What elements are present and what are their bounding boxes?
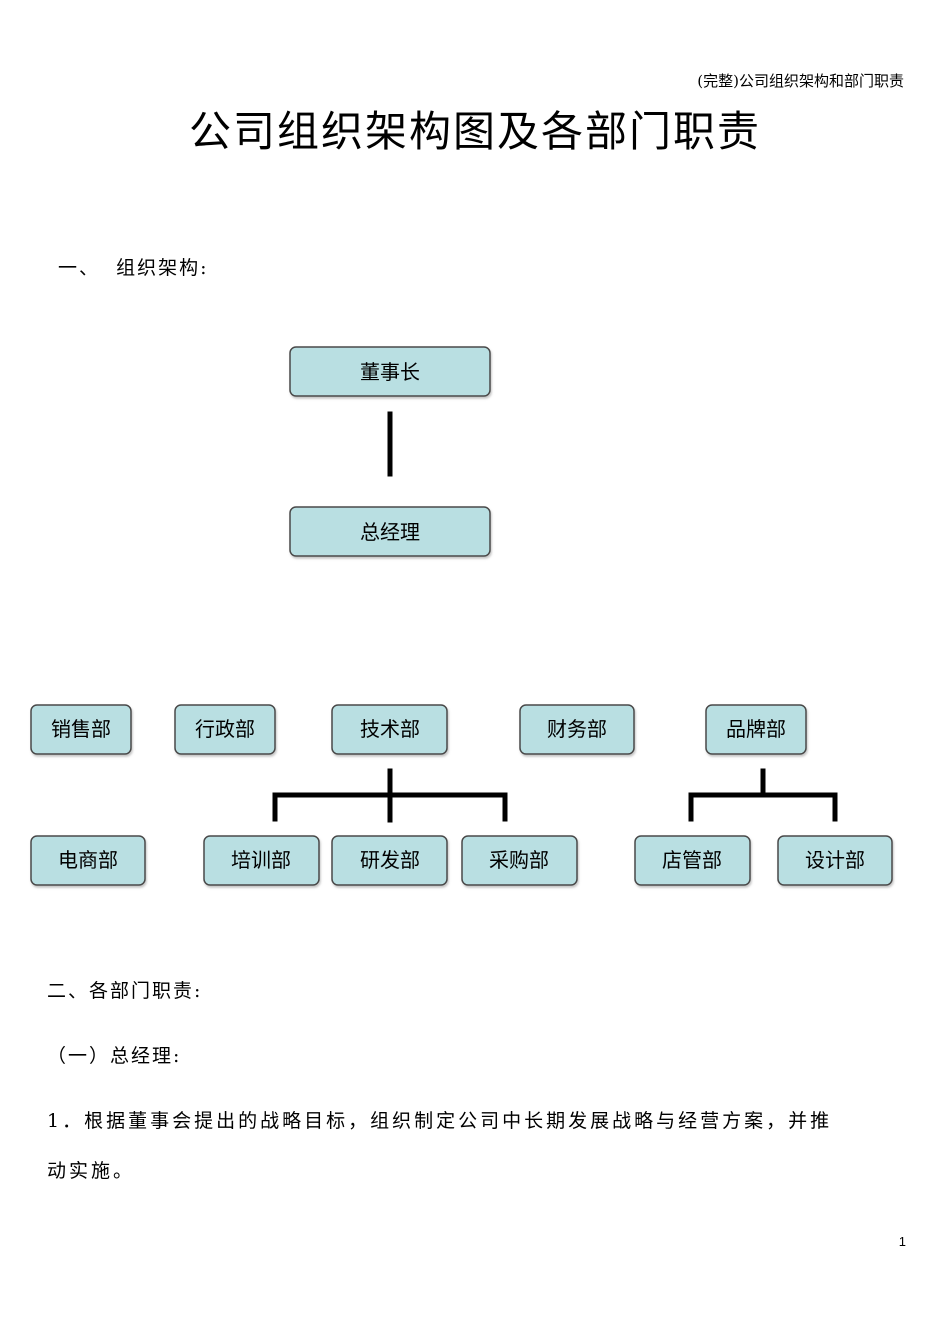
org-node-chairman: 董事长 — [289, 346, 491, 397]
responsibility-item-1-line-1: 1．根据董事会提出的战略目标，组织制定公司中长期发展战略与经营方案，并推 — [47, 1110, 833, 1132]
org-node-purchasing: 采购部 — [461, 835, 578, 886]
org-node-label: 品牌部 — [726, 717, 786, 741]
org-node-label: 行政部 — [195, 717, 255, 741]
document-title: 公司组织架构图及各部门职责 — [188, 107, 761, 156]
page-number: 1 — [898, 1234, 906, 1249]
org-node-design: 设计部 — [777, 835, 893, 886]
org-node-tech: 技术部 — [331, 704, 448, 755]
org-node-label: 采购部 — [489, 848, 549, 872]
org-node-label: 董事长 — [360, 360, 420, 384]
responsibility-item-1-line-2: 动实施。 — [47, 1160, 136, 1182]
section-heading-structure: 一、 组织架构: — [58, 257, 209, 279]
org-node-ecommerce: 电商部 — [30, 835, 146, 886]
org-node-label: 店管部 — [662, 848, 722, 872]
org-node-brand: 品牌部 — [705, 704, 807, 755]
org-node-training: 培训部 — [203, 835, 320, 886]
org-node-admin: 行政部 — [174, 704, 276, 755]
subheading-general-manager: （一）总经理: — [47, 1045, 182, 1067]
org-node-label: 销售部 — [51, 717, 111, 741]
org-connectors — [272, 411, 838, 823]
org-node-label: 财务部 — [547, 717, 607, 741]
org-node-general-manager: 总经理 — [289, 506, 491, 557]
org-node-label: 培训部 — [231, 848, 291, 872]
org-node-label: 总经理 — [360, 520, 420, 544]
org-node-label: 技术部 — [360, 717, 420, 741]
org-chart: 董事长 总经理 销售部 行政部 技术部 财务部 品牌部 电商部 培训部 研发部 … — [30, 346, 893, 886]
org-node-finance: 财务部 — [519, 704, 635, 755]
org-node-store-mgmt: 店管部 — [634, 835, 751, 886]
org-node-label: 电商部 — [58, 848, 118, 872]
org-node-label: 设计部 — [805, 848, 865, 872]
section-heading-responsibilities: 二、各部门职责: — [47, 980, 203, 1002]
org-node-sales: 销售部 — [30, 704, 132, 755]
org-node-rnd: 研发部 — [331, 835, 448, 886]
running-header: (完整)公司组织架构和部门职责 — [697, 72, 904, 90]
org-node-label: 研发部 — [360, 848, 420, 872]
